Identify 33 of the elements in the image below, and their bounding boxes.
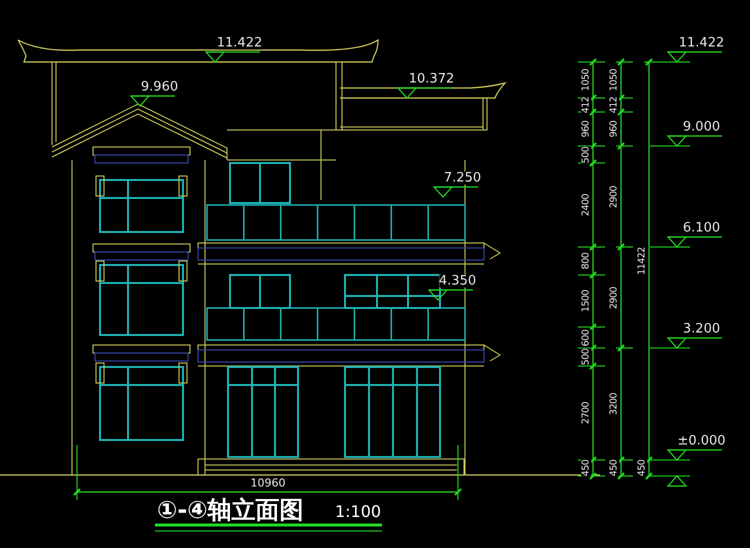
dimension-text: 600 <box>581 329 591 346</box>
dimension-text: 11422 <box>637 247 647 275</box>
elevation-label: 4.350 <box>438 274 476 288</box>
dimension-text: 1050 <box>609 68 619 92</box>
dimension-text: 500 <box>581 348 591 366</box>
dimension-text: 450 <box>637 460 647 476</box>
dimension-text: 800 <box>581 252 591 270</box>
dimension-text: 1500 <box>581 290 591 312</box>
dimension-text: 3200 <box>609 392 619 416</box>
dimension-text: 412 <box>581 96 591 114</box>
dimension-text: 450 <box>609 460 619 476</box>
dimension-text: 2900 <box>609 286 619 309</box>
dimension-text: 2700 <box>581 402 591 424</box>
elevation-label: ±0.000 <box>677 434 726 448</box>
dimension-text: 450 <box>581 460 591 476</box>
elevation-label: 11.422 <box>678 36 724 50</box>
elevation-label: 10.372 <box>408 72 454 86</box>
dimension-text: 500 <box>581 146 591 163</box>
dimension-text: 2400 <box>581 194 591 216</box>
elevation-label: 9.000 <box>682 120 720 134</box>
scale-text: 1:100 <box>334 504 382 520</box>
dimension-text: 412 <box>609 96 619 114</box>
elevation-label: 11.422 <box>216 36 262 50</box>
dimension-text: 960 <box>609 120 619 138</box>
dimension-text: 2900 <box>609 185 619 208</box>
dimension-text: 1050 <box>581 68 591 92</box>
elevation-label: 7.250 <box>444 172 482 184</box>
dimension-text: 960 <box>581 120 591 138</box>
dimension-text: 10960 <box>250 478 286 488</box>
elevation-label: 3.200 <box>682 322 720 336</box>
elevation-label: 6.100 <box>682 222 720 234</box>
drawing-title: ①-④轴立面图 <box>157 498 304 522</box>
elevation-label: 9.960 <box>140 80 178 94</box>
